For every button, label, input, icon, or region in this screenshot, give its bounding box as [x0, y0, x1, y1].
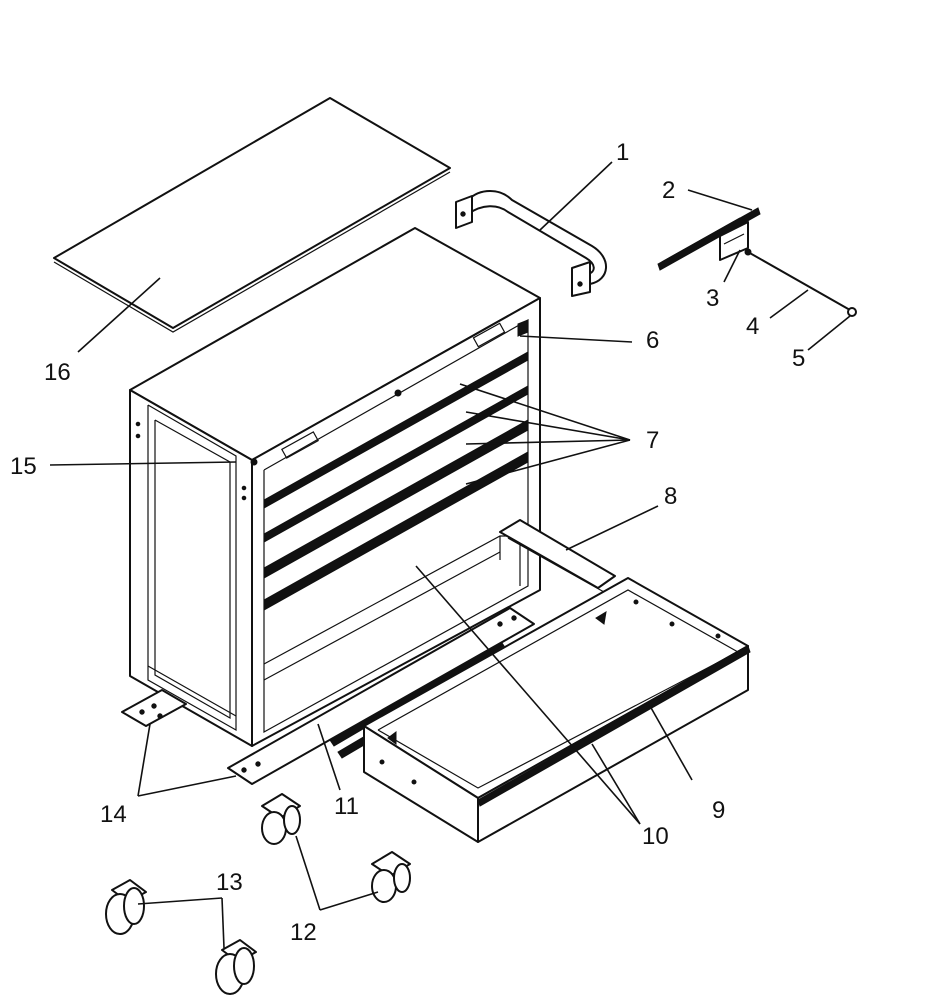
part-label-16: 16: [44, 359, 71, 386]
handle-drawing: [455, 190, 607, 297]
part-label-14: 14: [100, 801, 127, 828]
part-label-9: 9: [712, 797, 725, 824]
lock-rod-drawing: [744, 248, 857, 317]
part-label-7: 7: [646, 427, 659, 454]
part-label-1: 1: [616, 139, 629, 166]
part-label-13: 13: [216, 869, 243, 896]
leader-lines: [49, 161, 851, 949]
bottom-drawer-drawing: [363, 577, 751, 843]
part-label-4: 4: [746, 313, 759, 340]
part-label-5: 5: [792, 345, 805, 372]
part-label-10: 10: [642, 823, 669, 850]
top-mat-drawing: [53, 97, 451, 333]
part-label-2: 2: [662, 177, 675, 204]
part-label-6: 6: [646, 327, 659, 354]
rigid-casters-drawing: [105, 879, 257, 995]
part-label-3: 3: [706, 285, 719, 312]
part-labels: 1 2 3 4 5 6 7 8 9 10 11 12 13 14 15 16: [10, 139, 805, 946]
part-label-12: 12: [290, 919, 317, 946]
part-label-8: 8: [664, 483, 677, 510]
part-label-11: 11: [334, 793, 359, 820]
drawer-slide-drawing: [657, 207, 761, 271]
swivel-casters-drawing: [261, 793, 411, 903]
part-label-15: 15: [10, 453, 37, 480]
caster-plates-drawing: [121, 607, 535, 785]
drawer-front-bars: [263, 319, 529, 611]
cabinet-body-drawing: [129, 227, 541, 747]
